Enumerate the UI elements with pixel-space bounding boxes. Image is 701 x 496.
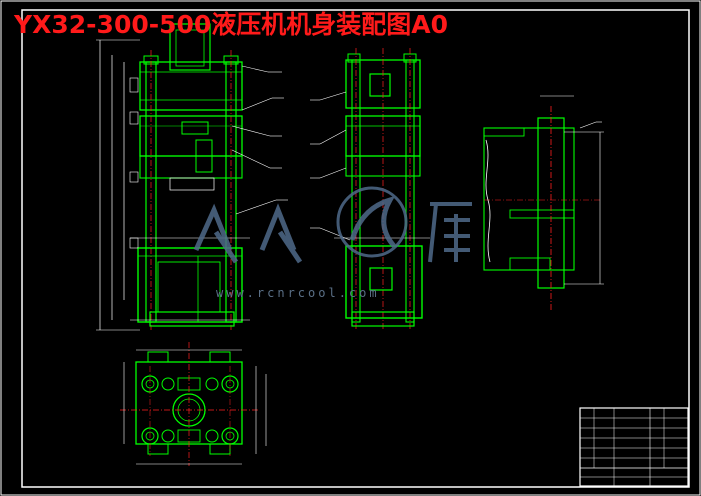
watermark-url: www.rcnrcool.com [216,286,380,300]
drawing-title: YX32-300-500液压机机身装配图A0 [14,10,449,39]
title-block [579,407,689,487]
side-elevation-view [310,48,430,330]
sheet-inner-border [21,9,690,488]
front-elevation-view [96,23,288,331]
column-section-detail [483,95,604,312]
people-library-logo [193,186,472,264]
plan-view [120,342,267,466]
